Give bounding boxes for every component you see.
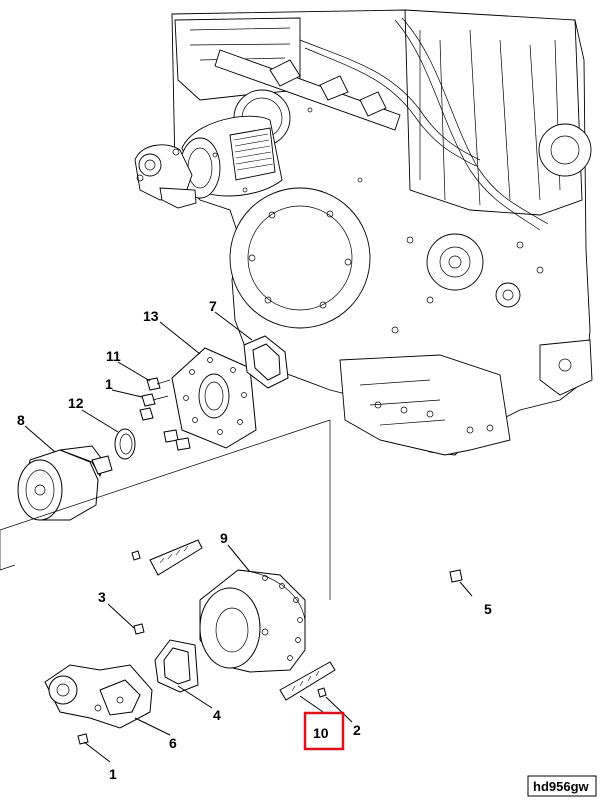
exploded-view-frame: [0, 419, 331, 600]
callout-4: 4: [213, 707, 221, 723]
callout-8: 8: [17, 412, 25, 428]
callout-5: 5: [484, 601, 492, 617]
callout-11: 11: [106, 348, 121, 364]
standalone-bolt: [449, 569, 463, 583]
callout-10[interactable]: 10: [313, 725, 329, 741]
adapter-flange: [171, 347, 257, 449]
flange-bolts: [139, 377, 191, 451]
housing-gasket: [154, 639, 199, 693]
callout-labels: 13 7 11 1 12 8 9 3 5 4 6 2 1: [17, 298, 492, 782]
o-ring: [114, 428, 136, 460]
callout-7: 7: [209, 298, 217, 314]
callout-3: 3: [98, 589, 106, 605]
reference-code: hd956gw: [533, 779, 590, 794]
callout-1-bottom: 1: [109, 766, 117, 782]
mounting-bolt: [133, 623, 145, 635]
callout-12: 12: [68, 395, 84, 411]
upper-guard-bracket: [131, 539, 203, 576]
engine-block: [134, 9, 593, 456]
callout-13: 13: [143, 308, 159, 324]
reference-code-box: [527, 775, 597, 797]
lower-guard-bracket: [279, 661, 336, 701]
bottom-bolt: [77, 733, 89, 745]
leader-lines: [24, 311, 473, 763]
hydraulic-motor: [44, 664, 153, 729]
flange-gasket: [243, 335, 289, 389]
highlight-box: [303, 711, 345, 751]
callout-9: 9: [220, 530, 228, 546]
reference-code-label: hd956gw: [527, 775, 597, 797]
gearbox-housing: [199, 569, 306, 673]
callout-1-top: 1: [105, 376, 113, 392]
callout-2: 2: [353, 722, 361, 738]
callout-6: 6: [169, 735, 177, 751]
hydraulic-pump: [17, 445, 113, 521]
highlighted-callout[interactable]: 10: [303, 711, 345, 751]
